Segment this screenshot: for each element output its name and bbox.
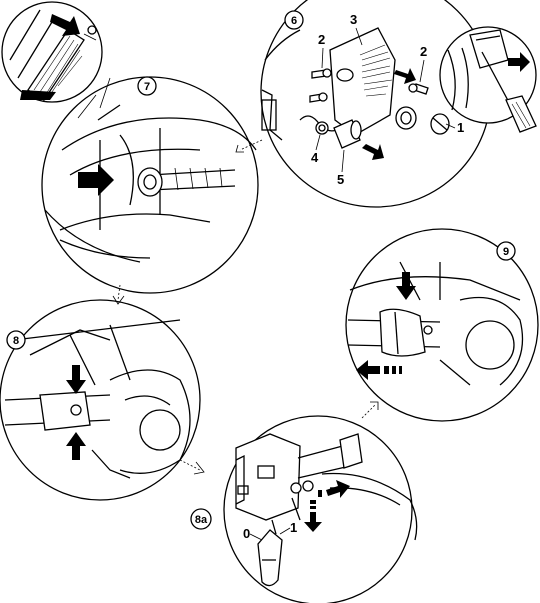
panel-8: 8 (0, 284, 205, 501)
key-position-0: 0 (243, 526, 250, 541)
arrow-down-icon (396, 272, 416, 300)
inset-arrow-icon (50, 14, 80, 36)
callout-4: 4 (311, 150, 319, 165)
panel-8a: 0 1 8a (190, 415, 418, 603)
callout-3: 3 (350, 12, 357, 27)
arrow-up-icon (66, 432, 86, 460)
arrow-down-icon (66, 365, 86, 394)
panel-7: 7 (41, 76, 263, 294)
callout-5: 5 (337, 172, 344, 187)
step-9-badge (496, 241, 516, 261)
callout-2-left: 2 (318, 32, 325, 47)
arrow-icon (394, 68, 416, 84)
arrow-right-icon (326, 480, 350, 498)
step-8a-badge (190, 508, 212, 530)
step-6-label: 6 (291, 15, 297, 27)
step-8a-label: 8a (195, 514, 208, 526)
step-6-badge (284, 10, 304, 30)
step-8-badge (6, 330, 26, 350)
callout-1: 1 (457, 120, 464, 135)
panel-9: 9 (345, 228, 539, 422)
step-9-label: 9 (503, 246, 509, 258)
arrow-icon (362, 144, 384, 160)
panel-6-inset (439, 26, 537, 133)
arrow-down-icon (304, 512, 322, 532)
panel-8-frame (0, 299, 201, 501)
panel-6: 3 2 2 1 4 5 6 (260, 0, 492, 208)
step-7-badge (137, 76, 157, 96)
panel-7-inset (1, 1, 103, 103)
arrow-right-icon (78, 164, 114, 196)
step-7-label: 7 (144, 81, 150, 93)
key-position-1: 1 (290, 520, 297, 535)
step-8-label: 8 (13, 335, 19, 347)
callout-2-right: 2 (420, 44, 427, 59)
arrow-left-icon (356, 360, 380, 380)
arrow-right-icon (508, 52, 530, 72)
